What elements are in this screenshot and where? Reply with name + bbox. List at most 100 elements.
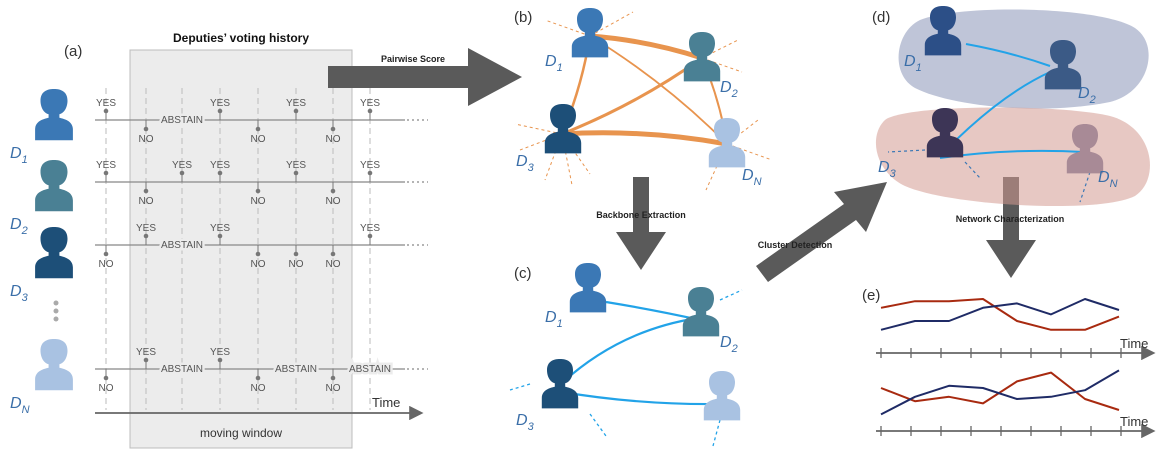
person-icon (682, 287, 720, 337)
person-icon (35, 339, 73, 391)
vote-abstain-label: ABSTAIN (161, 364, 203, 375)
vote-no-marker (293, 251, 299, 257)
arrow-network-characterization-label: Network Characterization (956, 214, 1065, 224)
vote-no-marker (103, 251, 109, 257)
backbone-stub (719, 289, 743, 301)
person-icon (571, 8, 609, 58)
vote-yes-label: YES (96, 160, 116, 171)
panel-e-label: (e) (862, 287, 880, 304)
deputy-label: D2 (1078, 85, 1096, 106)
deputy-icons-c (541, 263, 741, 421)
vote-no-label: NO (139, 134, 154, 145)
deputy-label: D3 (878, 159, 897, 180)
vote-yes-label: YES (136, 347, 156, 358)
vote-yes-marker (293, 108, 299, 114)
series-line-navy (880, 298, 1120, 331)
vote-yes-label: YES (210, 98, 230, 109)
backbone-edge (605, 300, 701, 322)
vote-no-label: NO (251, 196, 266, 207)
deputy-label: DN (10, 395, 30, 416)
vote-abstain-label: ABSTAIN (275, 364, 317, 375)
vote-yes-label: YES (210, 347, 230, 358)
arrow-cluster-detection: Cluster Detection (756, 182, 887, 282)
time-axis-label: Time (1120, 336, 1148, 351)
arrow-network-characterization: Network Characterization (956, 177, 1065, 278)
backbone-edges (509, 289, 743, 447)
arrow-backbone-extraction-label: Backbone Extraction (596, 210, 686, 220)
arrow-pairwise-score-label: Pairwise Score (381, 54, 445, 64)
vote-rows: YES NO ABSTAIN YES NO YES NO YES YES NO YES YES NO YE… (95, 98, 428, 394)
vote-no-label: NO (251, 259, 266, 270)
vote-yes-marker (217, 233, 223, 239)
vote-no-marker (330, 126, 336, 132)
pairwise-stub (514, 123, 563, 135)
vote-no-label: NO (99, 259, 114, 270)
vote-no-label: NO (326, 259, 341, 270)
pipeline-arrows: Pairwise Score Backbone Extraction Clust… (328, 48, 1064, 282)
vote-yes-label: YES (360, 160, 380, 171)
vote-yes-label: YES (96, 98, 116, 109)
vote-no-marker (330, 251, 336, 257)
vote-yes-label: YES (286, 160, 306, 171)
panel-b-label: (b) (514, 9, 532, 26)
vote-yes-marker (103, 170, 109, 176)
vote-yes-marker (217, 108, 223, 114)
pairwise-edge (559, 130, 730, 147)
vote-no-marker (330, 375, 336, 381)
vote-no-marker (143, 126, 149, 132)
backbone-edge (561, 316, 699, 384)
moving-window-label: moving window (200, 426, 282, 440)
person-icon (35, 89, 73, 141)
series-line-navy (880, 369, 1120, 416)
arrow-backbone-extraction: Backbone Extraction (596, 177, 686, 270)
cluster-top (898, 9, 1149, 109)
cluster-stub (887, 149, 926, 153)
vote-yes-label: YES (210, 160, 230, 171)
backbone-stub (589, 413, 607, 437)
deputy-label: D2 (720, 334, 738, 355)
cluster-edge (945, 71, 1051, 151)
deputy-label: D1 (545, 53, 563, 74)
backbone-stub (712, 419, 721, 447)
deputy-label: D2 (720, 79, 738, 100)
panel-c-label: (c) (514, 265, 532, 282)
vote-yes-marker (293, 170, 299, 176)
vote-no-marker (255, 251, 261, 257)
vote-yes-marker (217, 170, 223, 176)
vote-no-marker (143, 188, 149, 194)
ellipsis-dots (53, 300, 59, 322)
vote-no-label: NO (289, 259, 304, 270)
vote-no-label: NO (326, 383, 341, 394)
vote-abstain-label: ABSTAIN (349, 364, 391, 375)
person-icon (683, 32, 721, 82)
vote-abstain-label: ABSTAIN (161, 115, 203, 126)
cluster-stub (1079, 171, 1091, 203)
vote-yes-label: YES (360, 98, 380, 109)
deputy-label: DN (1098, 169, 1118, 190)
vote-yes-label: YES (360, 223, 380, 234)
pairwise-stub (544, 19, 591, 37)
vote-no-marker (103, 375, 109, 381)
moving-window-box (129, 49, 353, 449)
vote-no-label: NO (99, 383, 114, 394)
vote-yes-marker (143, 357, 149, 363)
time-axis-a-label: Time (372, 395, 400, 410)
backbone-edge (561, 390, 721, 406)
vote-no-marker (330, 188, 336, 194)
cluster-edge (965, 43, 1051, 67)
series-line-red (880, 371, 1120, 411)
vote-yes-label: YES (286, 98, 306, 109)
panel-d-label: (d) (872, 9, 890, 26)
time-axis-label: Time (1120, 414, 1148, 429)
vote-yes-marker (367, 233, 373, 239)
vote-no-label: NO (139, 196, 154, 207)
panel-a: (a) Deputies’ voting history YESNOABSTAI… (10, 31, 428, 449)
timeseries-top: Time (876, 298, 1156, 361)
